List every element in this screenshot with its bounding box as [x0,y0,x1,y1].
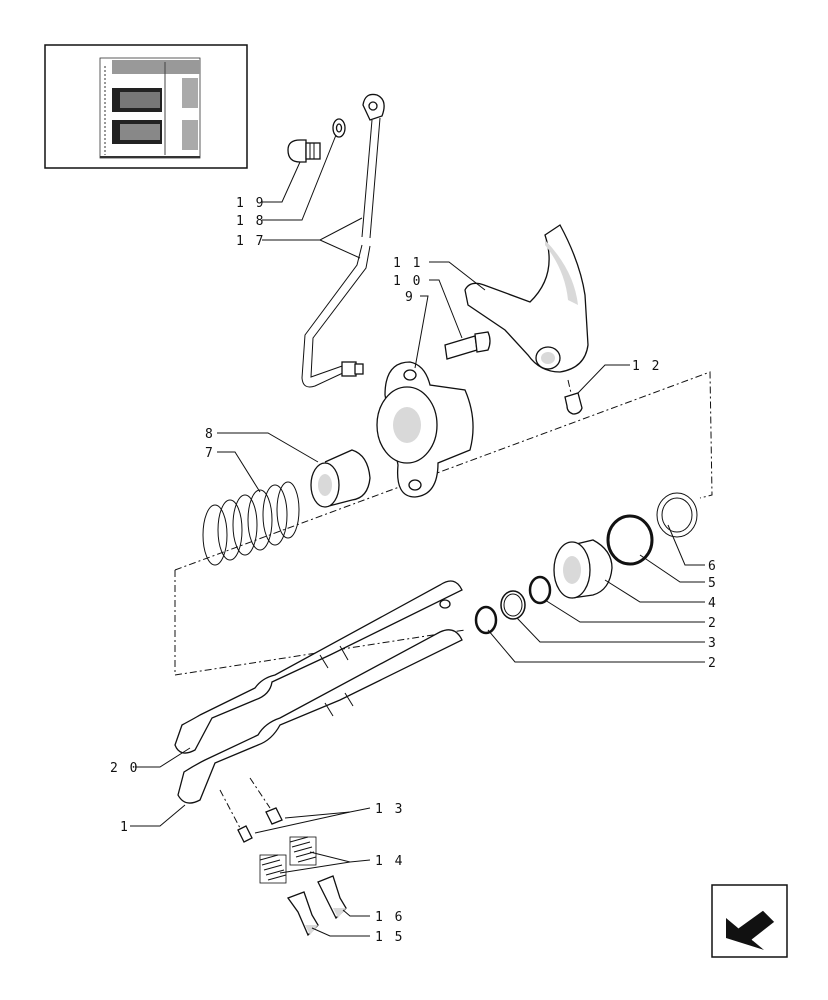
callout-4: 4 [708,596,718,611]
callout-9: 9 [405,290,415,305]
callout-11: 1 1 [393,256,422,271]
detent-spring-part-left [259,854,287,884]
detent-spring-part-right [289,836,317,866]
callout-6: 6 [708,559,718,574]
small-ring-part-upper [528,575,552,605]
shift-fork-part [464,224,589,373]
small-ring-part-middle [500,590,526,620]
large-o-ring-part [606,514,654,566]
callout-13: 1 3 [375,802,404,817]
location-thumbnail-icon[interactable] [44,44,248,169]
fork-bolt-part [444,331,491,360]
callout-5: 5 [708,576,718,591]
detent-pin-part-left [237,825,253,843]
callout-15: 1 5 [375,930,404,945]
detent-pin-part-right [265,807,283,825]
bush-part [310,449,371,508]
circlip-part [656,492,698,538]
shift-rod-upper-part [174,580,463,754]
callout-20: 2 0 [110,761,139,776]
assembly-boundary [174,371,713,676]
callout-19: 1 9 [236,196,265,211]
previous-page-arrow-icon[interactable] [711,884,788,958]
plug-screw-part [287,139,321,163]
callout-8: 8 [205,427,215,442]
callout-2-upper: 2 [708,616,718,631]
callout-14: 1 4 [375,854,404,869]
small-screw-part [564,379,583,415]
callout-12: 1 2 [632,359,661,374]
callout-7: 7 [205,446,215,461]
callout-17: 1 7 [236,234,265,249]
small-ring-part-lower [474,605,498,635]
flange-housing-part [376,361,474,498]
callout-2-lower: 2 [708,656,718,671]
leader-lines [130,134,705,937]
lubrication-pipe-part [301,93,385,388]
callout-18: 1 8 [236,214,265,229]
detent-plug-part-15 [286,891,319,937]
shift-rod-lower-part [177,629,463,829]
callout-numbers: 1 9 1 8 1 7 1 1 1 0 9 1 2 8 7 6 5 4 2 3 … [110,196,718,945]
callout-16: 1 6 [375,910,404,925]
callout-3: 3 [708,636,718,651]
spring-part [202,481,300,566]
piston-part [553,539,613,599]
washer-part [332,118,346,138]
detent-plug-part-16 [317,875,347,920]
callout-10: 1 0 [393,274,422,289]
callout-1: 1 [120,820,130,835]
